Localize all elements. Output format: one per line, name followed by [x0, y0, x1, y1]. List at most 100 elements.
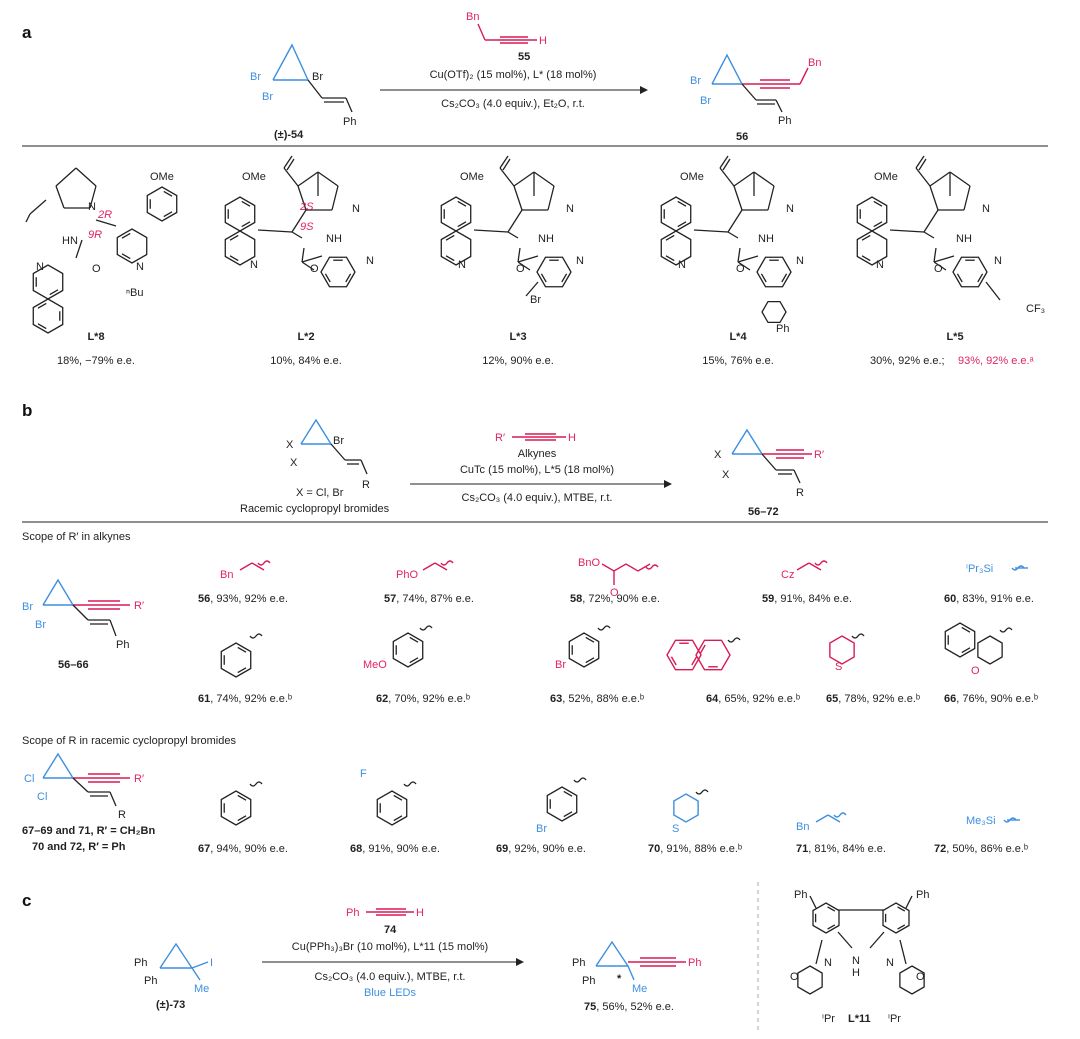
attachment-wiggle — [249, 633, 263, 639]
conditions-line-2: Cs₂CO₃ (4.0 equiv.), MTBE, r.t. — [462, 492, 613, 504]
bond — [719, 167, 735, 187]
compound-number: 67 — [198, 843, 210, 855]
bond — [331, 185, 339, 211]
carbazole-ring — [882, 902, 910, 934]
ligand-L5: L*5 30%, 92% e.e.; 93%, 92% e.e.ᵃ — [870, 331, 1035, 367]
atom-r: R — [118, 809, 126, 821]
atom-x: X — [286, 439, 294, 451]
furan-ring — [977, 635, 1003, 665]
atom-cl: Cl — [24, 773, 34, 785]
quinoline-ring — [660, 230, 692, 266]
double-bond — [665, 234, 675, 241]
arrow-head — [664, 480, 672, 488]
svg-text:75, 56%, 52% e.e.: 75, 56%, 52% e.e. — [584, 1001, 674, 1013]
svg-text:58, 72%, 90% e.e.: 58, 72%, 90% e.e. — [570, 593, 660, 605]
quinoline-ring — [116, 228, 148, 264]
double-bond — [163, 190, 173, 197]
ligand-name: L*5 — [946, 331, 963, 343]
ligand-L11-structure: Ph Ph N H O N N O ⁱPr ⁱPr — [790, 889, 929, 1025]
group-cz: Cz — [781, 569, 794, 581]
bond — [915, 167, 931, 187]
group-tips: ⁱPr₃Si — [966, 563, 993, 575]
double-bond — [121, 232, 131, 239]
atom-br: Br — [35, 619, 46, 631]
conditions-line-1: Cu(PPh₃)₃Br (10 mol%), L*11 (15 mol%) — [292, 941, 488, 953]
bond — [297, 185, 307, 211]
bond — [889, 229, 925, 233]
double-bond — [563, 790, 573, 797]
svg-text:72, 50%, 86% e.e.ᵇ: 72, 50%, 86% e.e.ᵇ — [934, 843, 1028, 855]
bromophenyl-ring — [568, 632, 600, 668]
svg-text:71, 81%, 84% e.e.: 71, 81%, 84% e.e. — [796, 843, 886, 855]
bond — [257, 229, 293, 233]
atom-n: N — [994, 255, 1002, 267]
bond — [837, 931, 853, 949]
compound-result: , 91%, 84% e.e. — [774, 593, 852, 605]
double-bond — [861, 255, 871, 262]
svg-text:62, 70%, 92% e.e.ᵇ: 62, 70%, 92% e.e.ᵇ — [376, 693, 470, 705]
bond — [737, 247, 741, 263]
atom-n: N — [824, 957, 832, 969]
atom-r: R — [796, 487, 804, 499]
atom-o: O — [790, 971, 799, 983]
compound-number: 71 — [796, 843, 808, 855]
atom-br: Br — [250, 71, 261, 83]
atom-n: N — [796, 255, 804, 267]
atom-ph: Ph — [582, 975, 595, 987]
atom-ipr: ⁱPr — [822, 1013, 835, 1025]
svg-text:65, 78%, 92% e.e.ᵇ: 65, 78%, 92% e.e.ᵇ — [826, 693, 920, 705]
compound-56-label: 56 — [736, 131, 748, 143]
bond — [291, 209, 307, 233]
double-bond — [445, 255, 455, 262]
bond — [513, 185, 523, 211]
group-pho: PhO — [396, 569, 418, 581]
atom-ome: OMe — [150, 171, 174, 183]
scope1-core-structure: Br Br R′ Ph — [22, 578, 144, 651]
compound-number: 68 — [350, 843, 362, 855]
panel-c-label: c — [22, 891, 31, 910]
bond — [301, 247, 305, 263]
atom-n: N — [982, 203, 990, 215]
ligand-name: L*3 — [509, 331, 526, 343]
bond — [55, 185, 65, 209]
atom-i: I — [210, 957, 213, 969]
atom-br: Br — [690, 75, 701, 87]
atom-cl: Cl — [37, 791, 47, 803]
bond — [525, 281, 539, 297]
double-bond — [393, 815, 403, 822]
carbazole-ring — [812, 902, 840, 934]
svg-text:70, 91%, 88% e.e.ᵇ: 70, 91%, 88% e.e.ᵇ — [648, 843, 742, 855]
bond — [727, 209, 743, 233]
svg-text:66, 76%, 90% e.e.ᵇ: 66, 76%, 90% e.e.ᵇ — [944, 693, 1038, 705]
fluorophenyl-ring — [376, 790, 408, 826]
attachment-wiggle — [573, 777, 587, 783]
compound-73-label: (±)-73 — [156, 999, 185, 1011]
bond — [283, 167, 299, 187]
compound-number: 65 — [826, 693, 838, 705]
double-bond — [897, 906, 906, 912]
atom-ph: Ph — [116, 639, 129, 651]
quinoline-ring — [146, 186, 178, 222]
atom-n: N — [136, 261, 144, 273]
ligand-structures — [25, 155, 1001, 334]
atom-r-prime: R′ — [134, 600, 144, 612]
benzene-ring — [220, 642, 252, 678]
bond — [737, 261, 751, 271]
atom-r: R — [362, 479, 370, 491]
group-bn: Bn — [796, 821, 809, 833]
atom-br: Br — [262, 91, 273, 103]
bond — [533, 171, 555, 187]
bond — [815, 939, 823, 965]
attachment-wiggle — [249, 781, 263, 787]
bond — [753, 171, 775, 187]
atom-n: N — [36, 261, 44, 273]
conditions-line-2: Cs₂CO₃ (4.0 equiv.), Et₂O, r.t. — [441, 98, 585, 110]
compound-number: 59 — [762, 593, 774, 605]
compound-result: , 92%, 90% e.e. — [508, 843, 586, 855]
ligand-result: 18%, −79% e.e. — [57, 355, 135, 367]
double-bond — [409, 636, 419, 643]
ligand-result: 10%, 84% e.e. — [270, 355, 342, 367]
atom-br: Br — [22, 601, 33, 613]
atom-o: O — [610, 587, 619, 599]
